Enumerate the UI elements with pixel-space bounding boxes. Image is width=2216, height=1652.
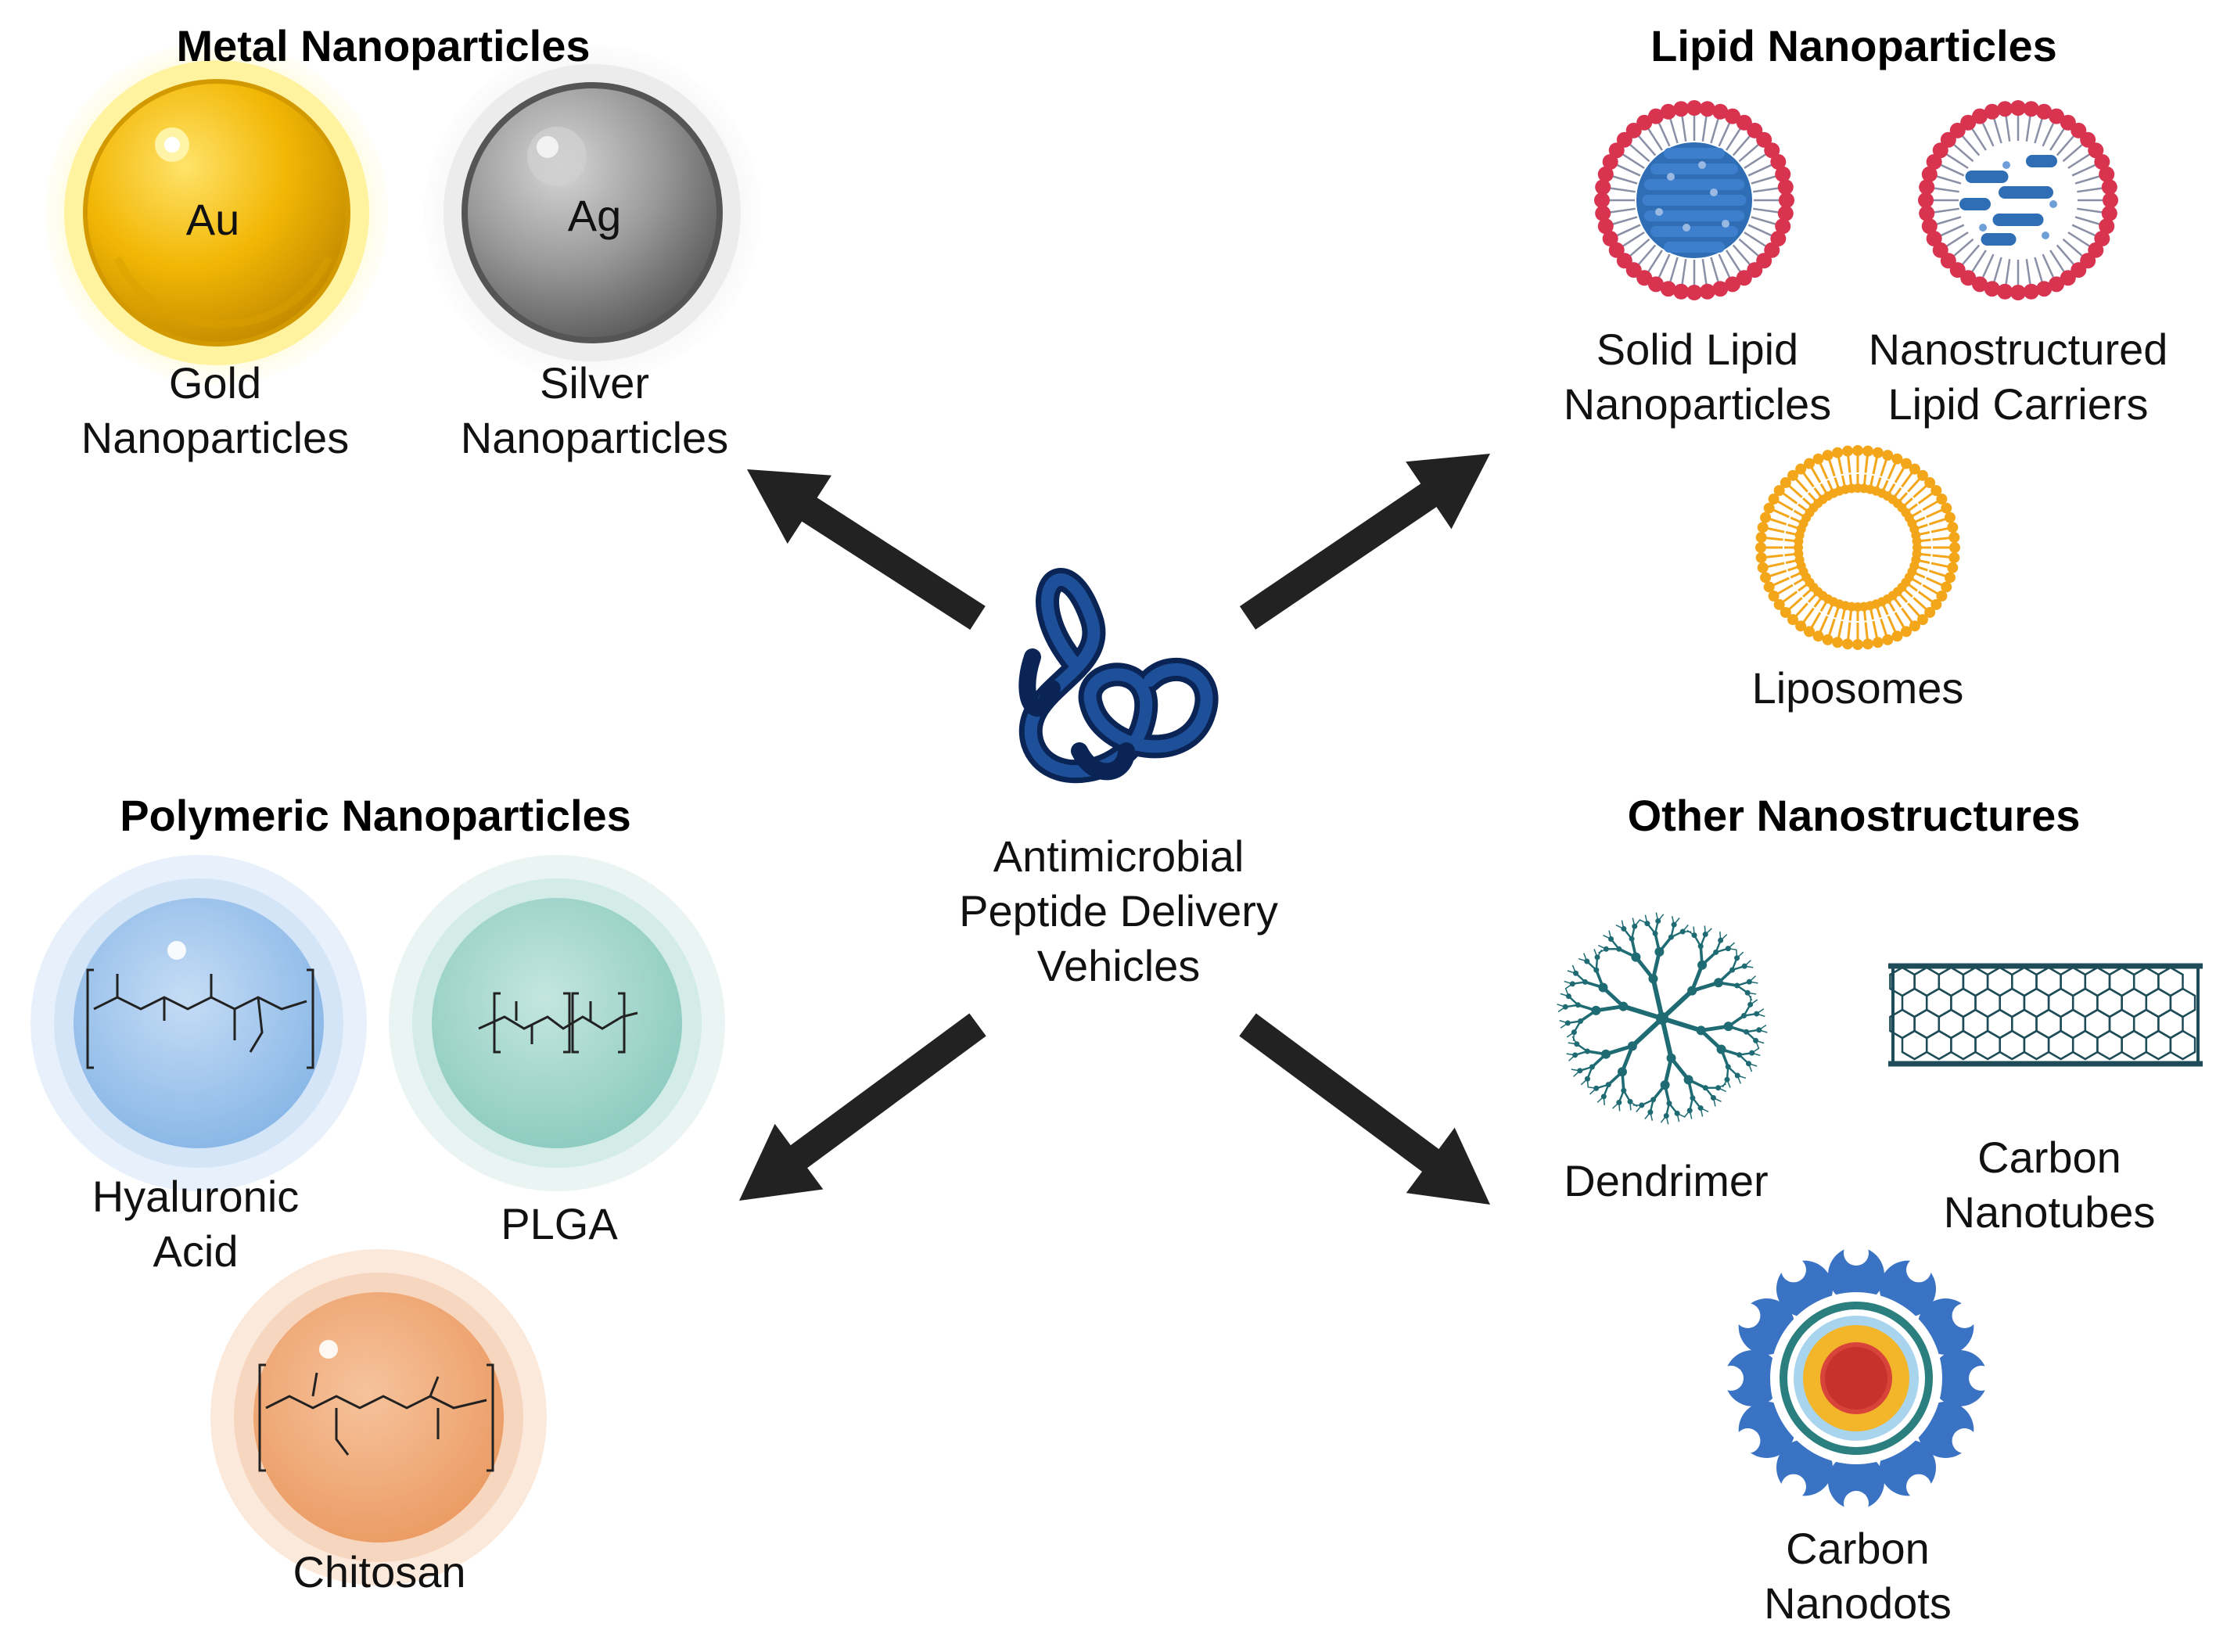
label-chitosan-text: Chitosan xyxy=(293,1547,466,1596)
label-hyaluronic-acid: Hyaluronic Acid xyxy=(16,1169,375,1279)
header-metal-nanoparticles: Metal Nanoparticles xyxy=(176,21,591,70)
label-sln-line2: Nanoparticles xyxy=(1563,379,1832,429)
label-dendrimer-text: Dendrimer xyxy=(1564,1156,1769,1205)
label-gold-nanoparticles: Gold Nanoparticles xyxy=(23,356,407,465)
label-cnd-line1: Carbon xyxy=(1786,1524,1930,1573)
label-chitosan: Chitosan xyxy=(223,1545,536,1600)
gold-nanoparticle-icon xyxy=(45,41,389,385)
label-cnd-line2: Nanodots xyxy=(1764,1578,1952,1628)
label-silver-nanoparticles: Silver Nanoparticles xyxy=(403,356,786,465)
label-dendrimer: Dendrimer xyxy=(1510,1154,1823,1208)
dendrimer-icon xyxy=(1557,912,1768,1125)
header-polymeric-nanoparticles: Polymeric Nanoparticles xyxy=(120,791,631,840)
nanostructured-lipid-carrier-icon xyxy=(1918,100,2118,300)
label-silver-line2: Nanoparticles xyxy=(460,413,729,462)
peptide-icon xyxy=(1018,568,1219,784)
carbon-nanotube-icon xyxy=(1888,963,2203,1067)
label-cnt-line1: Carbon xyxy=(1977,1133,2121,1182)
hyaluronic-acid-nanoparticle-icon xyxy=(31,855,367,1191)
silver-nanoparticle-icon xyxy=(424,45,760,381)
label-liposomes-text: Liposomes xyxy=(1751,663,1964,713)
label-nanostructured-lipid-carriers: Nanostructured Lipid Carriers xyxy=(1823,322,2214,432)
arrow-to-metal xyxy=(747,469,986,630)
label-silver-line1: Silver xyxy=(539,358,650,408)
label-nlc-line1: Nanostructured xyxy=(1868,325,2168,374)
carbon-nanodot-icon xyxy=(1719,1241,1994,1516)
arrow-to-polymeric xyxy=(739,1013,986,1201)
label-gold-line2: Nanoparticles xyxy=(81,413,350,462)
label-center-line2: Peptide Delivery xyxy=(959,886,1278,936)
arrows-group xyxy=(739,454,1490,1205)
header-lipid-nanoparticles: Lipid Nanoparticles xyxy=(1650,21,2057,70)
arrow-to-other xyxy=(1239,1013,1490,1205)
label-nlc-line2: Lipid Carriers xyxy=(1887,379,2149,429)
silver-symbol: Ag xyxy=(568,191,622,240)
label-carbon-nanodots: Carbon Nanodots xyxy=(1693,1521,2022,1631)
label-plga: PLGA xyxy=(403,1197,716,1252)
label-solid-lipid-nanoparticles: Solid Lipid Nanoparticles xyxy=(1502,322,1893,432)
arrow-to-lipid xyxy=(1239,454,1490,630)
label-carbon-nanotubes: Carbon Nanotubes xyxy=(1885,1130,2214,1240)
solid-lipid-nanoparticle-icon xyxy=(1594,100,1794,300)
label-center-title: Antimicrobial Peptide Delivery Vehicles xyxy=(884,829,1353,993)
label-center-line3: Vehicles xyxy=(1036,941,1201,990)
label-ha-line2: Acid xyxy=(153,1226,239,1276)
label-cnt-line2: Nanotubes xyxy=(1943,1187,2156,1237)
gold-symbol: Au xyxy=(186,195,240,244)
liposome-icon xyxy=(1755,445,1960,650)
header-other-nanostructures: Other Nanostructures xyxy=(1627,791,2081,840)
chitosan-nanoparticle-icon xyxy=(210,1249,547,1586)
plga-nanoparticle-icon xyxy=(389,855,725,1191)
label-center-line1: Antimicrobial xyxy=(993,831,1244,881)
label-gold-line1: Gold xyxy=(168,358,262,408)
label-plga-text: PLGA xyxy=(501,1199,618,1248)
label-ha-line1: Hyaluronic xyxy=(92,1172,300,1221)
label-liposomes: Liposomes xyxy=(1662,661,2053,716)
label-sln-line1: Solid Lipid xyxy=(1596,325,1799,374)
